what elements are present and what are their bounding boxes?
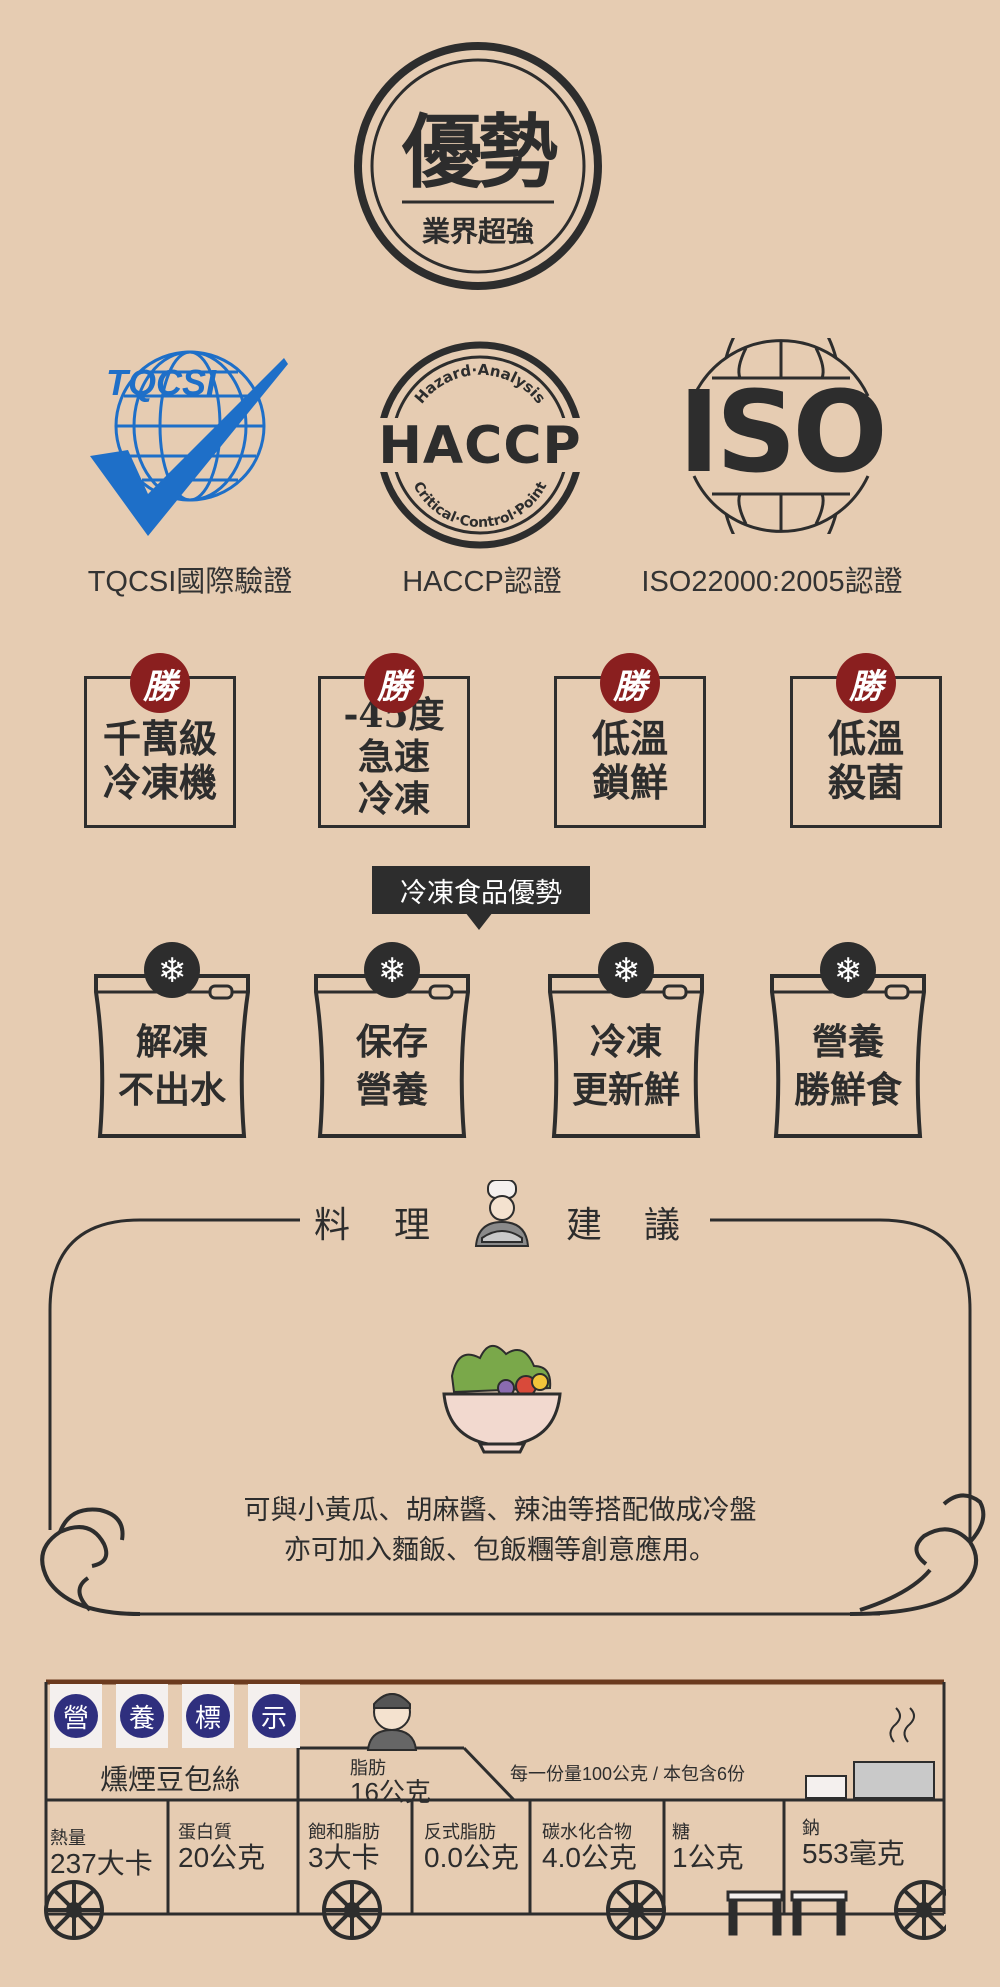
advantage-text: 低溫 殺菌 — [827, 716, 904, 805]
nutrition-panel: 營 養 標 示 燻煙豆包絲 脂肪 16公克 每一份量100公克 / 本包含6份 … — [44, 1678, 954, 1948]
advantage-stamp: 優勢 業界超強 — [352, 40, 604, 292]
tqcsi-logo-text: TQCSI — [106, 362, 217, 403]
cooking-pot-icon — [805, 1707, 935, 1799]
title-pointer — [465, 912, 493, 930]
freezer-bag: ❄ 保存 營養 — [312, 940, 472, 1140]
frozen-benefit-text: 解凍 不出水 — [117, 1021, 226, 1111]
haccp-bottom-arc: Critical·Control·Point — [410, 479, 551, 531]
iso-logo: ISO — [656, 298, 906, 574]
cooking-title: 料 理 建 議 — [300, 1179, 700, 1248]
cloud-right-icon — [849, 1493, 986, 1616]
win-badge: 勝 — [364, 653, 424, 713]
nutrient-label: 熱量 — [50, 1828, 86, 1848]
stamp-subtitle: 業界超強 — [421, 215, 534, 248]
fat-value: 16公克 — [350, 1777, 431, 1807]
nutrition-header-char: 標 — [186, 1694, 230, 1738]
freezer-bag: ❄ 解凍 不出水 — [92, 940, 252, 1140]
serving-info: 每一份量100公克 / 本包含6份 — [510, 1764, 746, 1784]
nutrient-label: 糖 — [672, 1822, 690, 1842]
nutrition-header-char: 養 — [120, 1694, 164, 1738]
cooking-title-char: 建 — [566, 1204, 603, 1245]
advantage-text: -45度 急速 冷凍 — [343, 694, 445, 820]
nutrient-value: 0.0公克 — [424, 1842, 519, 1873]
freezer-bag: ❄ 冷凍 更新鮮 — [546, 940, 706, 1140]
advantage-box: 勝 千萬級 冷凍機 — [84, 653, 236, 828]
nutrition-header-char: 營 — [54, 1694, 98, 1738]
frozen-section-title: 冷凍食品優勢 — [372, 866, 590, 914]
cert-label-haccp: HACCP認證 — [402, 566, 562, 598]
svg-text:Critical·Control·Point: Critical·Control·Point — [410, 479, 551, 531]
haccp-top-arc: Hazard·Analysis — [411, 361, 549, 407]
nutrient-value: 20公克 — [178, 1842, 266, 1873]
stamp-title: 優勢 — [402, 105, 558, 199]
stools — [726, 1890, 848, 1936]
advantage-text: 千萬級 冷凍機 — [102, 716, 217, 805]
salad-bowl-icon — [440, 1336, 564, 1456]
advantage-box: 勝 -45度 急速 冷凍 — [318, 653, 470, 828]
cert-label-tqcsi: TQCSI國際驗證 — [87, 566, 293, 598]
nutrient-value: 3大卡 — [308, 1842, 380, 1873]
frozen-benefit-text: 營養 勝鮮食 — [793, 1021, 902, 1111]
win-badge: 勝 — [130, 653, 190, 713]
cart-wheels — [44, 1880, 954, 1940]
nutrient-value: 4.0公克 — [542, 1842, 637, 1873]
cooking-title-char: 議 — [644, 1204, 681, 1245]
haccp-logo-text: HACCP — [378, 416, 582, 476]
tqcsi-logo: TQCSI — [88, 346, 294, 542]
cooking-title-char: 料 — [314, 1204, 351, 1245]
nutrition-header-tile: 示 — [248, 1684, 300, 1748]
freezer-bag: ❄ 營養 勝鮮食 — [768, 940, 928, 1140]
nutrient-value: 237大卡 — [50, 1848, 153, 1879]
advantage-text: 低溫 鎖鮮 — [591, 716, 668, 805]
win-badge: 勝 — [600, 653, 660, 713]
nutrient-label: 飽和脂肪 — [308, 1822, 380, 1842]
svg-text:❄: ❄ — [378, 951, 407, 991]
nutrient-value: 1公克 — [672, 1842, 744, 1873]
cooking-description: 可與小黃瓜、胡麻醬、辣油等搭配做成冷盤 亦可加入麵飯、包飯糰等創意應用。 — [100, 1490, 900, 1570]
fat-label: 脂肪 — [350, 1758, 386, 1778]
chef-avatar-icon — [362, 1686, 422, 1752]
freezer-bag-icon: ❄ — [94, 942, 250, 1138]
freezer-bag-icon: ❄ — [314, 942, 470, 1138]
nutrition-header-tile: 標 — [182, 1684, 234, 1748]
product-name: 燻煙豆包絲 — [100, 1764, 241, 1795]
cooking-frame — [30, 1210, 990, 1630]
frozen-benefit-text: 保存 營養 — [355, 1021, 428, 1111]
chef-icon — [472, 1179, 532, 1248]
freezer-bag-icon: ❄ — [548, 942, 704, 1138]
nutrient-label: 碳水化合物 — [542, 1822, 632, 1842]
cooking-desc-line: 亦可加入麵飯、包飯糰等創意應用。 — [284, 1535, 716, 1565]
svg-text:❄: ❄ — [834, 951, 863, 991]
nutrient-label: 蛋白質 — [178, 1822, 232, 1842]
svg-text:Hazard·Analysis: Hazard·Analysis — [411, 361, 549, 407]
win-badge: 勝 — [836, 653, 896, 713]
cooking-desc-line: 可與小黃瓜、胡麻醬、辣油等搭配做成冷盤 — [243, 1495, 757, 1525]
frozen-benefit-text: 冷凍 更新鮮 — [571, 1021, 680, 1111]
cloud-left-icon — [40, 1507, 141, 1616]
cooking-title-char: 理 — [394, 1204, 431, 1245]
iso-logo-text: ISO — [678, 368, 888, 498]
nutrient-value: 553毫克 — [802, 1838, 905, 1869]
nutrition-header-char: 示 — [252, 1694, 296, 1738]
cert-label-iso: ISO22000:2005認證 — [641, 566, 903, 598]
nutrient-label: 反式脂肪 — [424, 1822, 496, 1842]
svg-text:❄: ❄ — [158, 951, 187, 991]
advantage-box: 勝 低溫 鎖鮮 — [554, 653, 706, 828]
nutrition-header-tile: 營 — [50, 1684, 102, 1748]
freezer-bag-icon: ❄ — [770, 942, 926, 1138]
nutrient-label: 鈉 — [802, 1818, 820, 1838]
nutrition-header-tile: 養 — [116, 1684, 168, 1748]
svg-text:❄: ❄ — [612, 951, 641, 991]
advantage-box: 勝 低溫 殺菌 — [790, 653, 942, 828]
haccp-logo: Hazard·Analysis Critical·Control·Point H… — [368, 340, 592, 550]
